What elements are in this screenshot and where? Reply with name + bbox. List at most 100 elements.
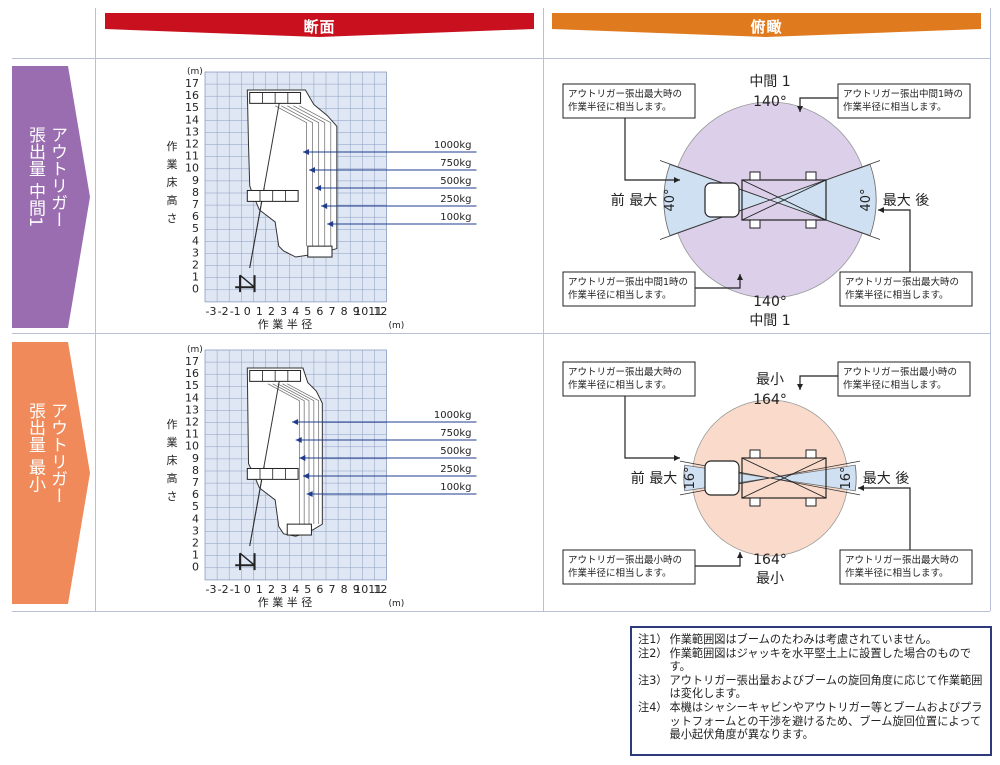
y-tick-label: 15 [185,379,199,392]
y-tick-label: 9 [192,452,199,465]
platform-basket [307,245,333,258]
y-tick-label: 9 [192,174,199,187]
load-envelope-outline [287,105,320,247]
load-envelope-outline [274,105,307,247]
note-1-label: 注1） [638,633,668,646]
load-label: 1000kg [434,140,472,151]
callout-leader [799,375,838,390]
load-label: 750kg [440,428,471,439]
section-header-label: 断面 [303,18,336,36]
callout-box [837,361,971,397]
y-tick-label: 3 [192,246,199,259]
y-tick-label: 11 [185,150,199,163]
callout-text: 作業半径に相当します。 [843,101,947,113]
x-tick-label: -3 [206,583,217,596]
top-angle-label: 164° [753,392,787,408]
vehicle-brace [239,274,256,288]
front-angle-label: 40° [663,188,678,211]
callout-text: 作業半径に相当します。 [843,379,947,391]
x-tick-label: 4 [292,583,299,596]
x-axis-label: 作 業 半 径 [258,595,313,609]
x-tick-label: 2 [268,583,275,596]
callout-box [839,271,973,307]
y-tick-label: 17 [185,77,199,90]
topview-header: 俯瞰 [552,13,981,37]
load-arrowhead [295,437,302,443]
frame-line [990,8,991,611]
x-tick-label: 5 [304,583,311,596]
y-tick-label: 16 [185,367,199,380]
x-tick-label: 8 [341,583,348,596]
callout-text: 作業半径に相当します。 [845,289,949,301]
y-tick-label: 8 [192,186,199,199]
y-tick-label: 1 [192,271,199,284]
y-tick-label: 12 [185,138,199,151]
y-tick-label: 11 [185,428,199,441]
y-unit-label: (m) [187,67,203,77]
top-position-label: 中間 1 [749,74,790,90]
side-label-row2-line1: アウトリガー [47,402,67,504]
x-axis-label: 作 業 半 径 [258,317,313,331]
outrigger-pad [749,449,761,459]
outrigger-pad [805,171,817,181]
callout-box [562,83,696,119]
y-tick-label: 4 [192,234,199,247]
x-tick-label: 9 [353,583,360,596]
y-tick-label: 6 [192,488,199,501]
vehicle-cab [704,460,740,496]
callout-box [562,361,696,397]
callout-text: アウトリガー張出最大時の [845,554,959,566]
callout-box [562,271,696,307]
callout-arrowhead [858,485,864,491]
x-tick-label: 2 [268,305,275,318]
section-diagram-row2: (m)17161514131211109876543210作業床高さ-3-2-1… [167,345,477,609]
load-arrowhead [327,221,334,227]
side-label-row2: アウトリガー 張出量 最小 [12,342,90,604]
x-tick-label: 1 [256,583,263,596]
y-tick-label: 0 [192,561,199,574]
load-label: 1000kg [434,410,472,421]
y-axis-label-char: 床 [167,175,178,189]
x-tick-label: 12 [373,305,387,318]
x-tick-label: 1011 [354,305,382,318]
x-tick-label: 7 [329,305,336,318]
outrigger-pad [805,219,817,229]
callout-arrowhead [674,455,680,461]
load-label: 750kg [440,158,471,169]
y-tick-label: 1 [192,549,199,562]
callout-text: 作業半径に相当します。 [568,101,672,113]
callout-text: アウトリガー張出最大時の [568,88,682,100]
y-tick-label: 2 [192,259,199,272]
load-arrowhead [299,455,306,461]
callout-arrowhead [674,177,680,183]
y-axis-label-char: 床 [167,453,178,467]
frame-line [12,611,990,612]
callout-arrowhead [878,207,884,213]
y-tick-label: 14 [185,391,199,404]
x-tick-label: 6 [316,305,323,318]
x-unit-label: (m) [389,599,405,609]
callout-text: アウトリガー張出中間1時の [843,88,963,100]
y-tick-label: 7 [192,476,199,489]
callout-text: 作業半径に相当します。 [568,567,672,579]
y-axis-label-char: 作 [167,418,178,431]
callout-text: 作業半径に相当します。 [568,289,672,301]
x-tick-label: 9 [353,305,360,318]
y-tick-label: 17 [185,355,199,368]
note-3-label: 注3） [638,673,668,687]
x-tick-label: 7 [329,583,336,596]
x-unit-label: (m) [389,321,405,331]
section-diagram-row1: (m)17161514131211109876543210作業床高さ-3-2-1… [167,67,477,331]
frame-line [543,8,544,611]
bottom-position-label: 中間 1 [749,313,790,328]
load-label: 500kg [440,446,471,457]
load-arrowhead [302,473,309,479]
frame-line [95,8,96,611]
x-tick-label: -2 [218,305,229,318]
callout-text: アウトリガー張出中間1時の [568,276,688,288]
platform-basket [286,523,312,536]
x-tick-label: 0 [244,305,251,318]
note-4: 注4）本機はシャシーキャビンやアウトリガー等とブームおよびプラットフォームとの干… [638,701,984,742]
y-axis-label-char: 高 [167,193,178,207]
